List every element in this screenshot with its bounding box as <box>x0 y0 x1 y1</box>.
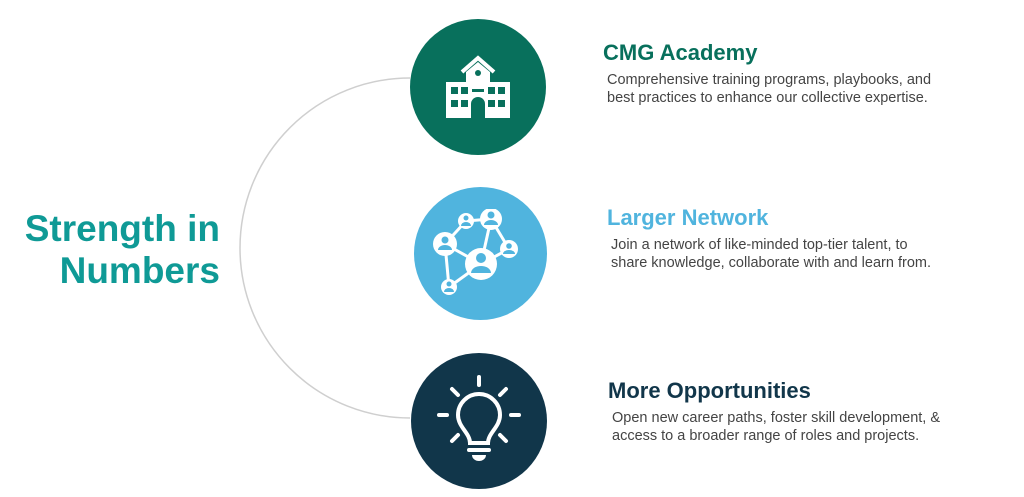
lightbulb-icon <box>437 375 521 461</box>
network-heading: Larger Network <box>607 205 769 230</box>
opportunities-item: More Opportunities Open new career paths… <box>608 378 948 445</box>
academy-heading: CMG Academy <box>603 40 758 65</box>
opportunities-circle <box>411 353 547 489</box>
network-item: Larger Network Join a network of like-mi… <box>607 205 947 272</box>
title-line-1: Strength in <box>24 208 220 249</box>
network-circle <box>414 187 547 320</box>
page-title: Strength in Numbers <box>25 208 220 292</box>
opportunities-text: Open new career paths, foster skill deve… <box>612 410 941 444</box>
academy-item: CMG Academy Comprehensive training progr… <box>603 40 943 107</box>
academy-circle <box>410 19 546 155</box>
school-building-icon <box>446 55 510 118</box>
opportunities-heading: More Opportunities <box>608 378 811 403</box>
network-text: Join a network of like-minded top-tier t… <box>611 237 931 271</box>
academy-text: Comprehensive training programs, playboo… <box>607 72 932 106</box>
network-people-icon <box>432 208 518 295</box>
title-line-2: Numbers <box>59 250 220 291</box>
